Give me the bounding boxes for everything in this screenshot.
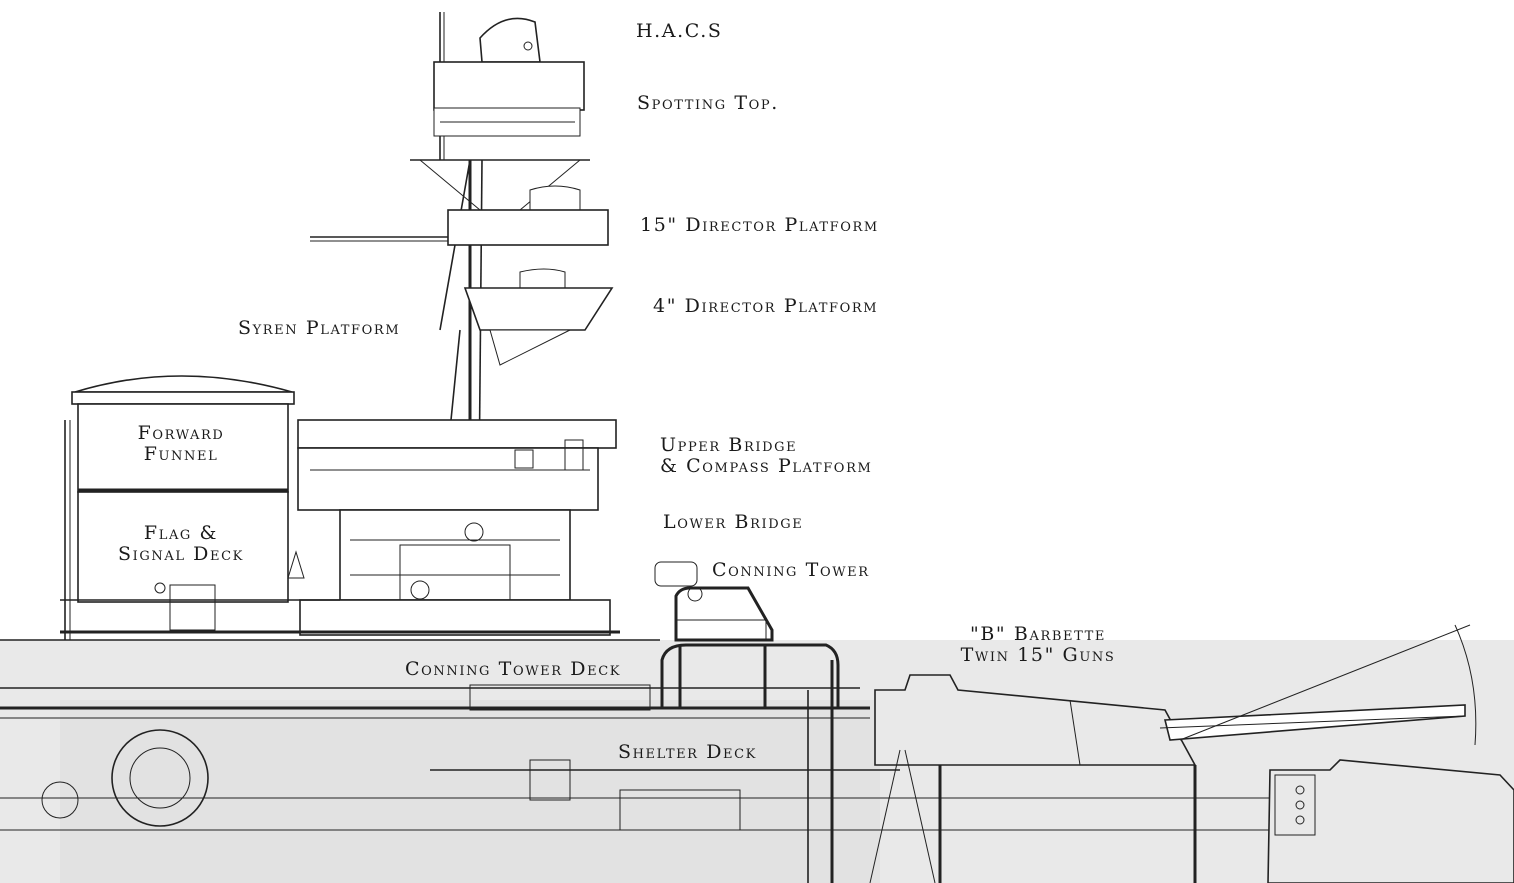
label-conning-tower: Conning Tower (712, 559, 870, 581)
director-4-platform (463, 268, 614, 366)
conning-tower (654, 561, 840, 883)
label-line: Twin 15" Guns (960, 644, 1116, 666)
label-upper-bridge: Upper Bridge & Compass Platform (660, 435, 872, 477)
label-forward-funnel: Forward Funnel (106, 423, 256, 465)
label-4-director-platform: 4" Director Platform (653, 295, 879, 317)
flag-signal-deck (60, 550, 620, 634)
hull-shading (0, 640, 1514, 883)
label-conning-tower-deck: Conning Tower Deck (405, 658, 622, 680)
label-15-director-platform: 15" Director Platform (640, 214, 879, 236)
label-hacs: H.A.C.S (636, 20, 723, 42)
forward-funnel (64, 375, 295, 640)
bridge-structure (297, 419, 617, 636)
label-line: & Compass Platform (660, 455, 873, 477)
label-line: Signal Deck (118, 543, 244, 565)
label-lower-bridge: Lower Bridge (663, 511, 804, 533)
label-line: "B" Barbette (970, 623, 1106, 645)
label-line: Forward (137, 422, 225, 444)
label-shelter-deck: Shelter Deck (618, 741, 757, 763)
label-line: Upper Bridge (660, 434, 798, 456)
label-spotting-top: Spotting Top. (637, 92, 779, 114)
b-turret (869, 624, 1477, 883)
a-turret (1267, 759, 1514, 883)
label-line: Funnel (143, 443, 219, 465)
decks (0, 639, 1514, 831)
hacs-director (433, 17, 585, 137)
label-flag-signal-deck: Flag & Signal Deck (100, 523, 262, 565)
label-syren-platform: Syren Platform (238, 317, 401, 339)
director-15-platform (310, 185, 609, 246)
label-b-barbette: "B" Barbette Twin 15" Guns (948, 624, 1128, 666)
label-line: Flag & (143, 522, 219, 544)
